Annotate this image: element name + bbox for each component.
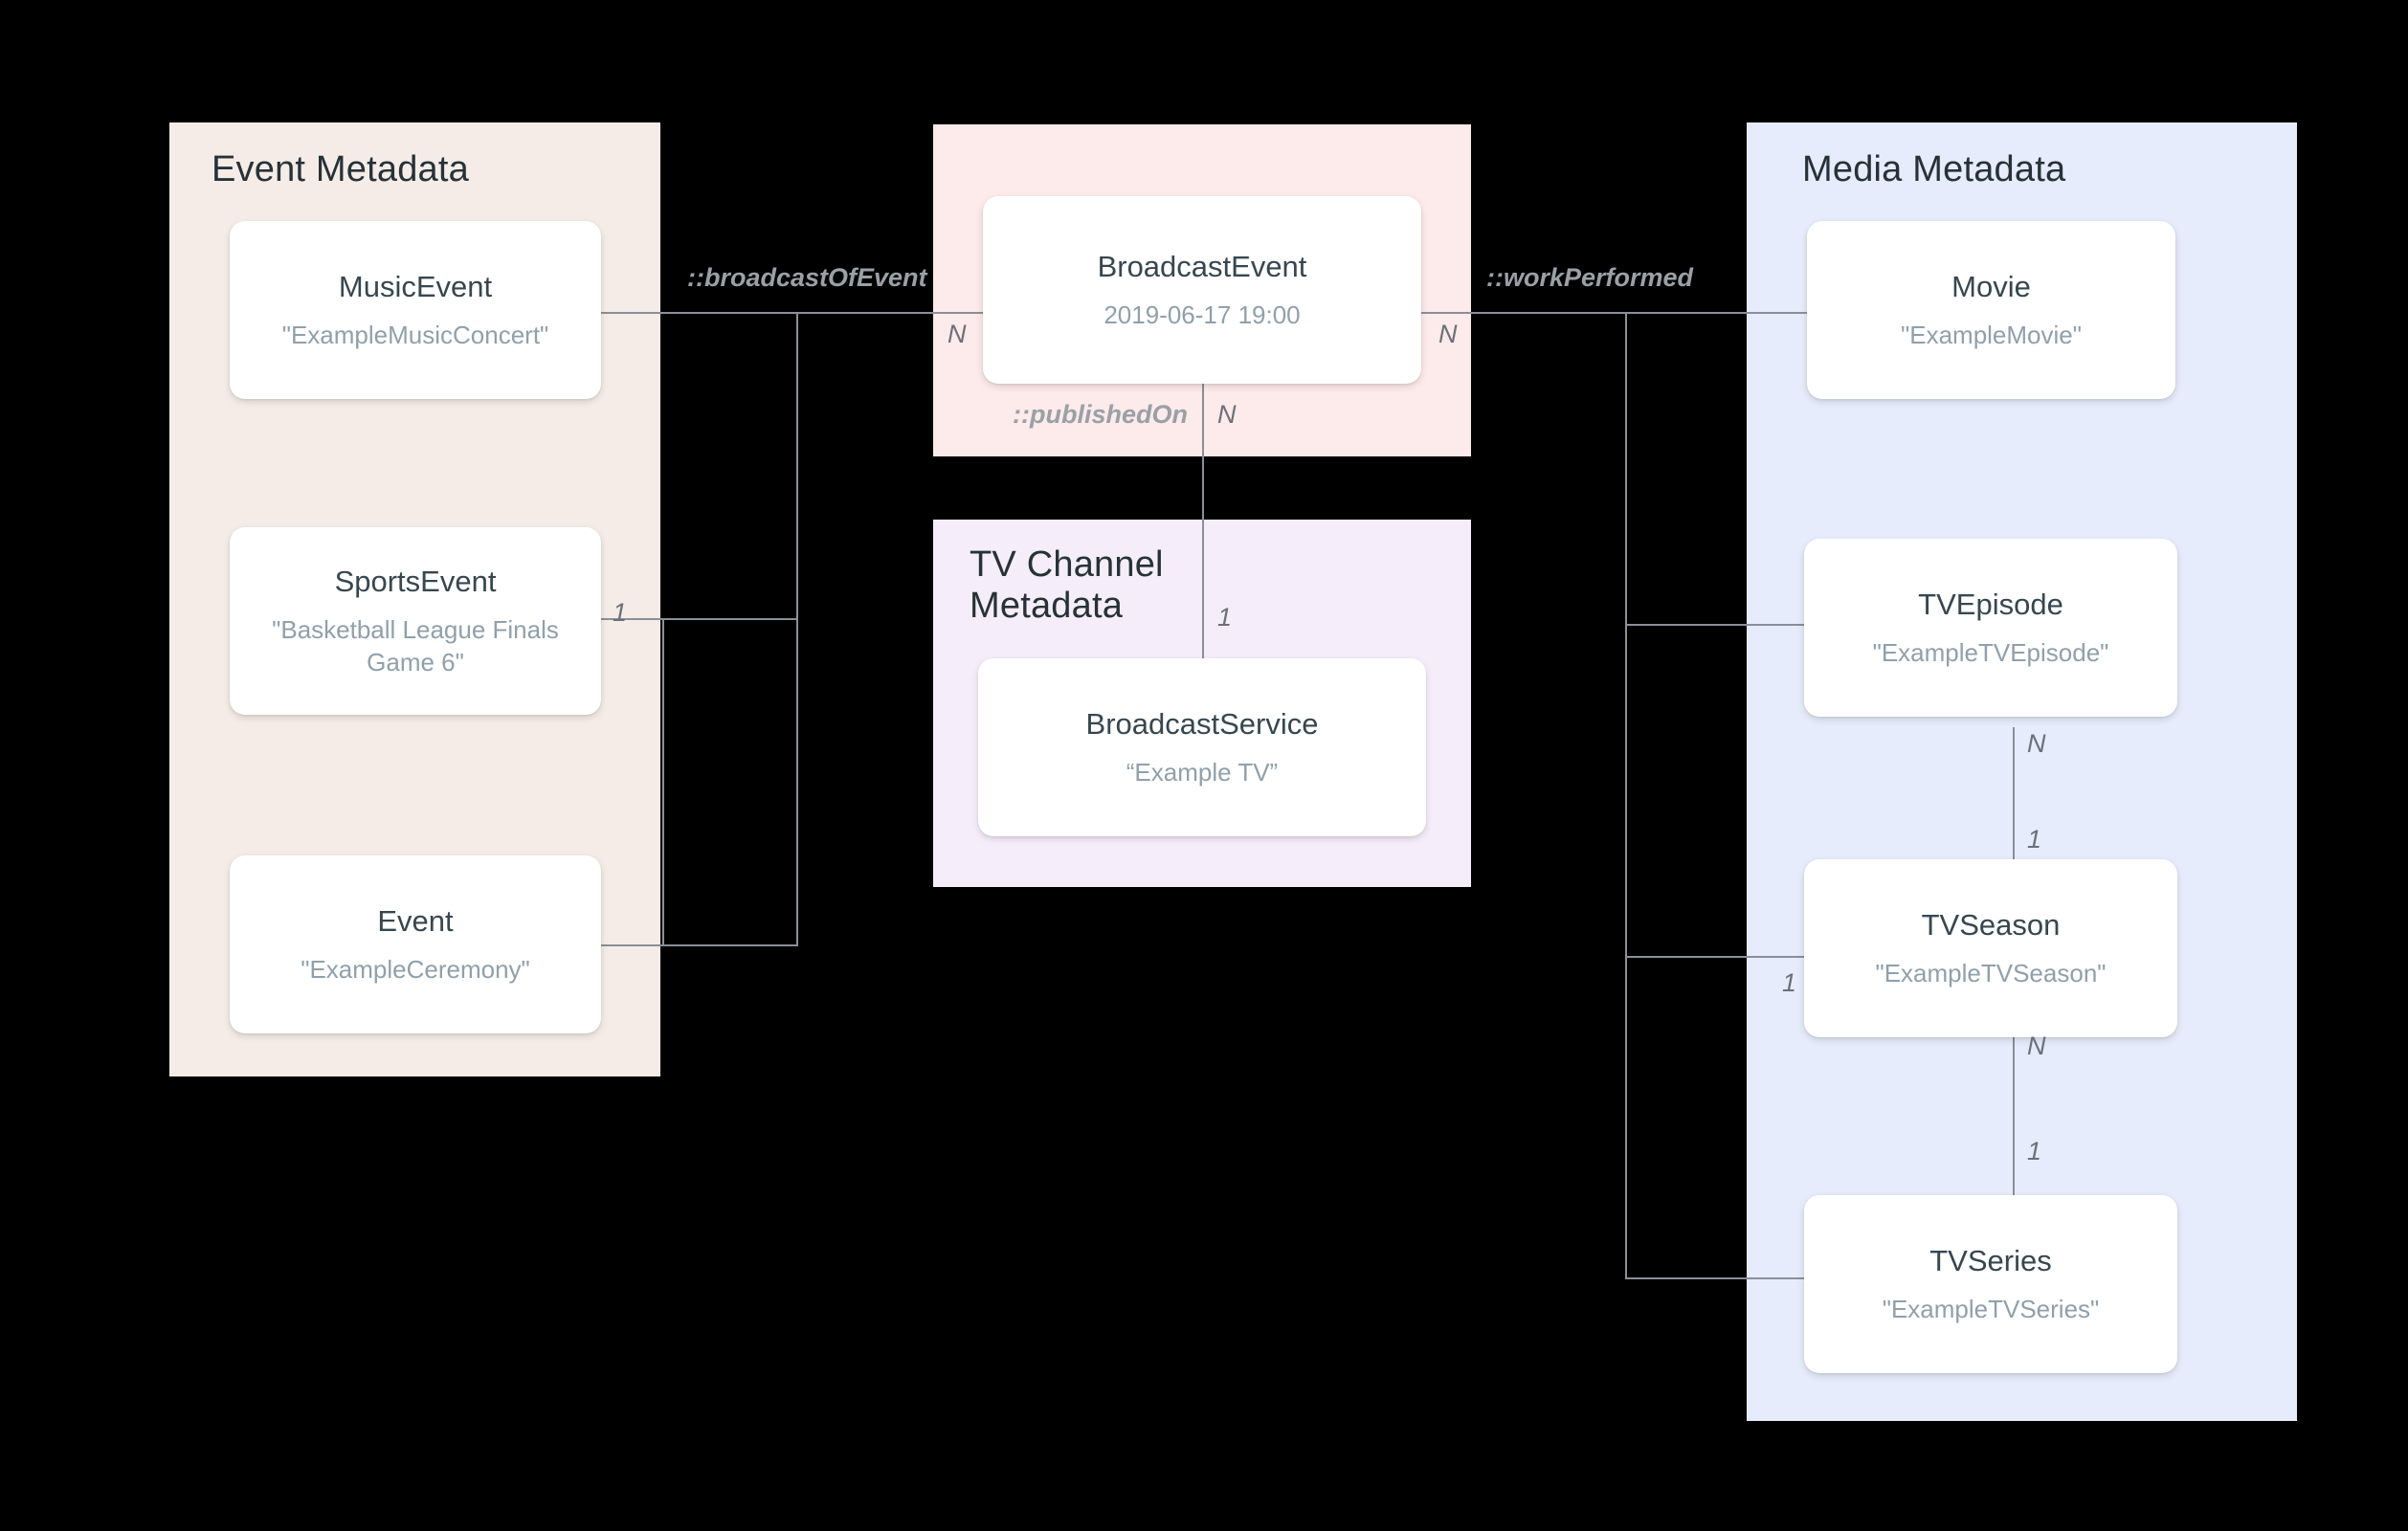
cardinality-season-series-1: 1: [2027, 1137, 2042, 1165]
node-event[interactable]: Event "ExampleCeremony": [230, 855, 601, 1033]
connector-season-series-vertical: [2013, 1029, 2015, 1204]
panel-event-metadata-title: Event Metadata: [212, 149, 469, 189]
node-tvseason[interactable]: TVSeason "ExampleTVSeason": [1804, 859, 2177, 1037]
connector-broadcastevent-to-media: [1416, 312, 1818, 314]
node-broadcastevent[interactable]: BroadcastEvent 2019-06-17 19:00: [983, 196, 1421, 384]
cardinality-broadcastevent-right-n: N: [1438, 320, 1458, 348]
node-broadcastservice-type: BroadcastService: [1085, 706, 1319, 741]
node-tvseason-value: "ExampleTVSeason": [1875, 958, 2107, 987]
connector-trunk-to-broadcastevent: [796, 312, 988, 314]
node-tvepisode[interactable]: TVEpisode "ExampleTVEpisode": [1804, 539, 2177, 717]
cardinality-publishedon-n: N: [1217, 400, 1237, 429]
node-tvseries-value: "ExampleTVSeries": [1882, 1294, 2100, 1323]
panel-tv-channel-metadata-title: TV Channel Metadata: [970, 544, 1164, 626]
cardinality-episode-season-1: 1: [2027, 825, 2042, 854]
connector-media-trunk-vertical: [1625, 312, 1627, 1278]
cardinality-season-left-1: 1: [1782, 968, 1797, 997]
connector-trunk-to-tvseason: [1625, 956, 1807, 958]
node-broadcastservice[interactable]: BroadcastService “Example TV”: [978, 658, 1426, 836]
connector-episode-season-vertical: [2013, 727, 2015, 901]
node-sportsevent-value: "Basketball League Finals Game 6": [272, 615, 559, 677]
cardinality-episode-season-n: N: [2027, 729, 2046, 758]
node-broadcastservice-value: “Example TV”: [1126, 757, 1279, 787]
cardinality-season-series-n: N: [2027, 1032, 2046, 1060]
node-movie[interactable]: Movie "ExampleMovie": [1807, 221, 2175, 399]
panel-media-metadata-title: Media Metadata: [1802, 149, 2066, 189]
node-broadcastevent-type: BroadcastEvent: [1097, 249, 1307, 283]
cardinality-sportsevent-1: 1: [613, 598, 628, 627]
node-tvseries[interactable]: TVSeries "ExampleTVSeries": [1804, 1195, 2177, 1373]
node-tvepisode-type: TVEpisode: [1918, 587, 2063, 621]
edge-label-workperformed: ::workPerformed: [1486, 263, 1694, 292]
connector-trunk-to-tvseries: [1625, 1277, 1807, 1279]
node-tvseason-type: TVSeason: [1921, 907, 2061, 942]
node-broadcastevent-value: 2019-06-17 19:00: [1104, 300, 1301, 329]
edge-label-publishedon: ::publishedOn: [1013, 400, 1188, 429]
node-sportsevent-type: SportsEvent: [334, 565, 497, 599]
node-movie-value: "ExampleMovie": [1901, 320, 2082, 349]
cardinality-publishedon-1: 1: [1217, 603, 1233, 632]
node-event-type: Event: [377, 903, 454, 938]
node-musicevent-type: MusicEvent: [338, 269, 493, 303]
node-sportsevent[interactable]: SportsEvent "Basketball League Finals Ga…: [230, 527, 601, 715]
connector-event-trunk-vertical: [796, 312, 798, 946]
node-event-value: "ExampleCeremony": [301, 954, 530, 984]
edge-label-broadcastofevent: ::broadcastOfEvent: [687, 263, 927, 292]
connector-event-panel-riser: [662, 618, 664, 946]
node-tvepisode-value: "ExampleTVEpisode": [1872, 637, 2109, 667]
node-musicevent[interactable]: MusicEvent "ExampleMusicConcert": [230, 221, 601, 399]
connector-sportsevent-horizontal: [601, 618, 798, 620]
cardinality-broadcastevent-left-n: N: [948, 320, 967, 348]
connector-musicevent-horizontal: [601, 312, 798, 314]
connector-trunk-to-tvepisode: [1625, 624, 1807, 626]
connector-event-horizontal: [601, 944, 798, 946]
node-tvseries-type: TVSeries: [1929, 1243, 2052, 1277]
node-musicevent-value: "ExampleMusicConcert": [281, 320, 549, 349]
node-movie-type: Movie: [1951, 269, 2031, 303]
connector-publishedon-vertical: [1202, 383, 1204, 660]
